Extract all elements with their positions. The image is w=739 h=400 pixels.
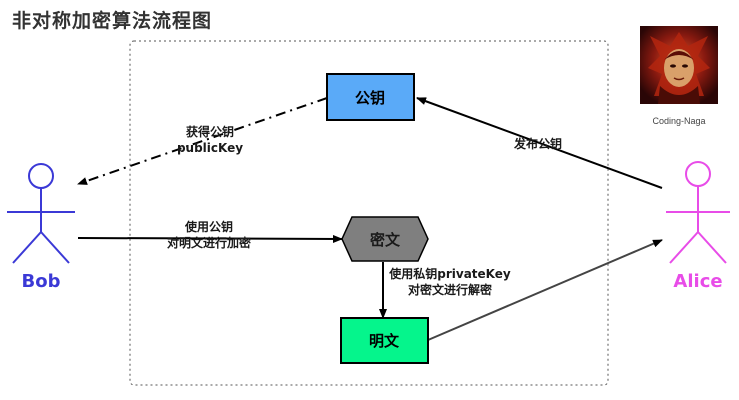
public-key-node[interactable]: 公钥	[326, 73, 415, 121]
plaintext-node[interactable]: 明文	[340, 317, 429, 364]
deliver-arrow	[427, 239, 663, 341]
alice-actor-icon[interactable]	[666, 161, 730, 264]
obtain-key-label-line2: publicKey	[177, 141, 243, 155]
bob-actor-icon[interactable]	[7, 163, 75, 264]
decrypt-label-line1: 使用私钥privateKey	[388, 266, 511, 281]
alice-label: Alice	[673, 271, 722, 292]
bob-label: Bob	[22, 271, 61, 292]
ciphertext-node[interactable]: 密文	[341, 216, 429, 262]
decrypt-label-line2: 对密文进行解密	[408, 282, 492, 297]
publish-key-arrow	[416, 97, 663, 189]
avatar-caption: Coding-Naga	[652, 116, 706, 126]
obtain-key-label-line1: 获得公钥	[185, 124, 234, 139]
publish-key-label: 发布公钥	[513, 136, 562, 151]
plaintext-label: 明文	[369, 332, 400, 350]
page-title: 非对称加密算法流程图	[12, 10, 213, 32]
ciphertext-label: 密文	[370, 231, 401, 249]
encrypt-arrow	[77, 234, 343, 243]
encrypt-label-line2: 对明文进行加密	[167, 235, 251, 250]
author-avatar	[640, 26, 718, 104]
avatar-portrait-icon	[640, 26, 718, 104]
encrypt-label-line1: 使用公钥	[184, 219, 233, 234]
public-key-label: 公钥	[355, 89, 385, 107]
system-boundary	[129, 40, 609, 386]
